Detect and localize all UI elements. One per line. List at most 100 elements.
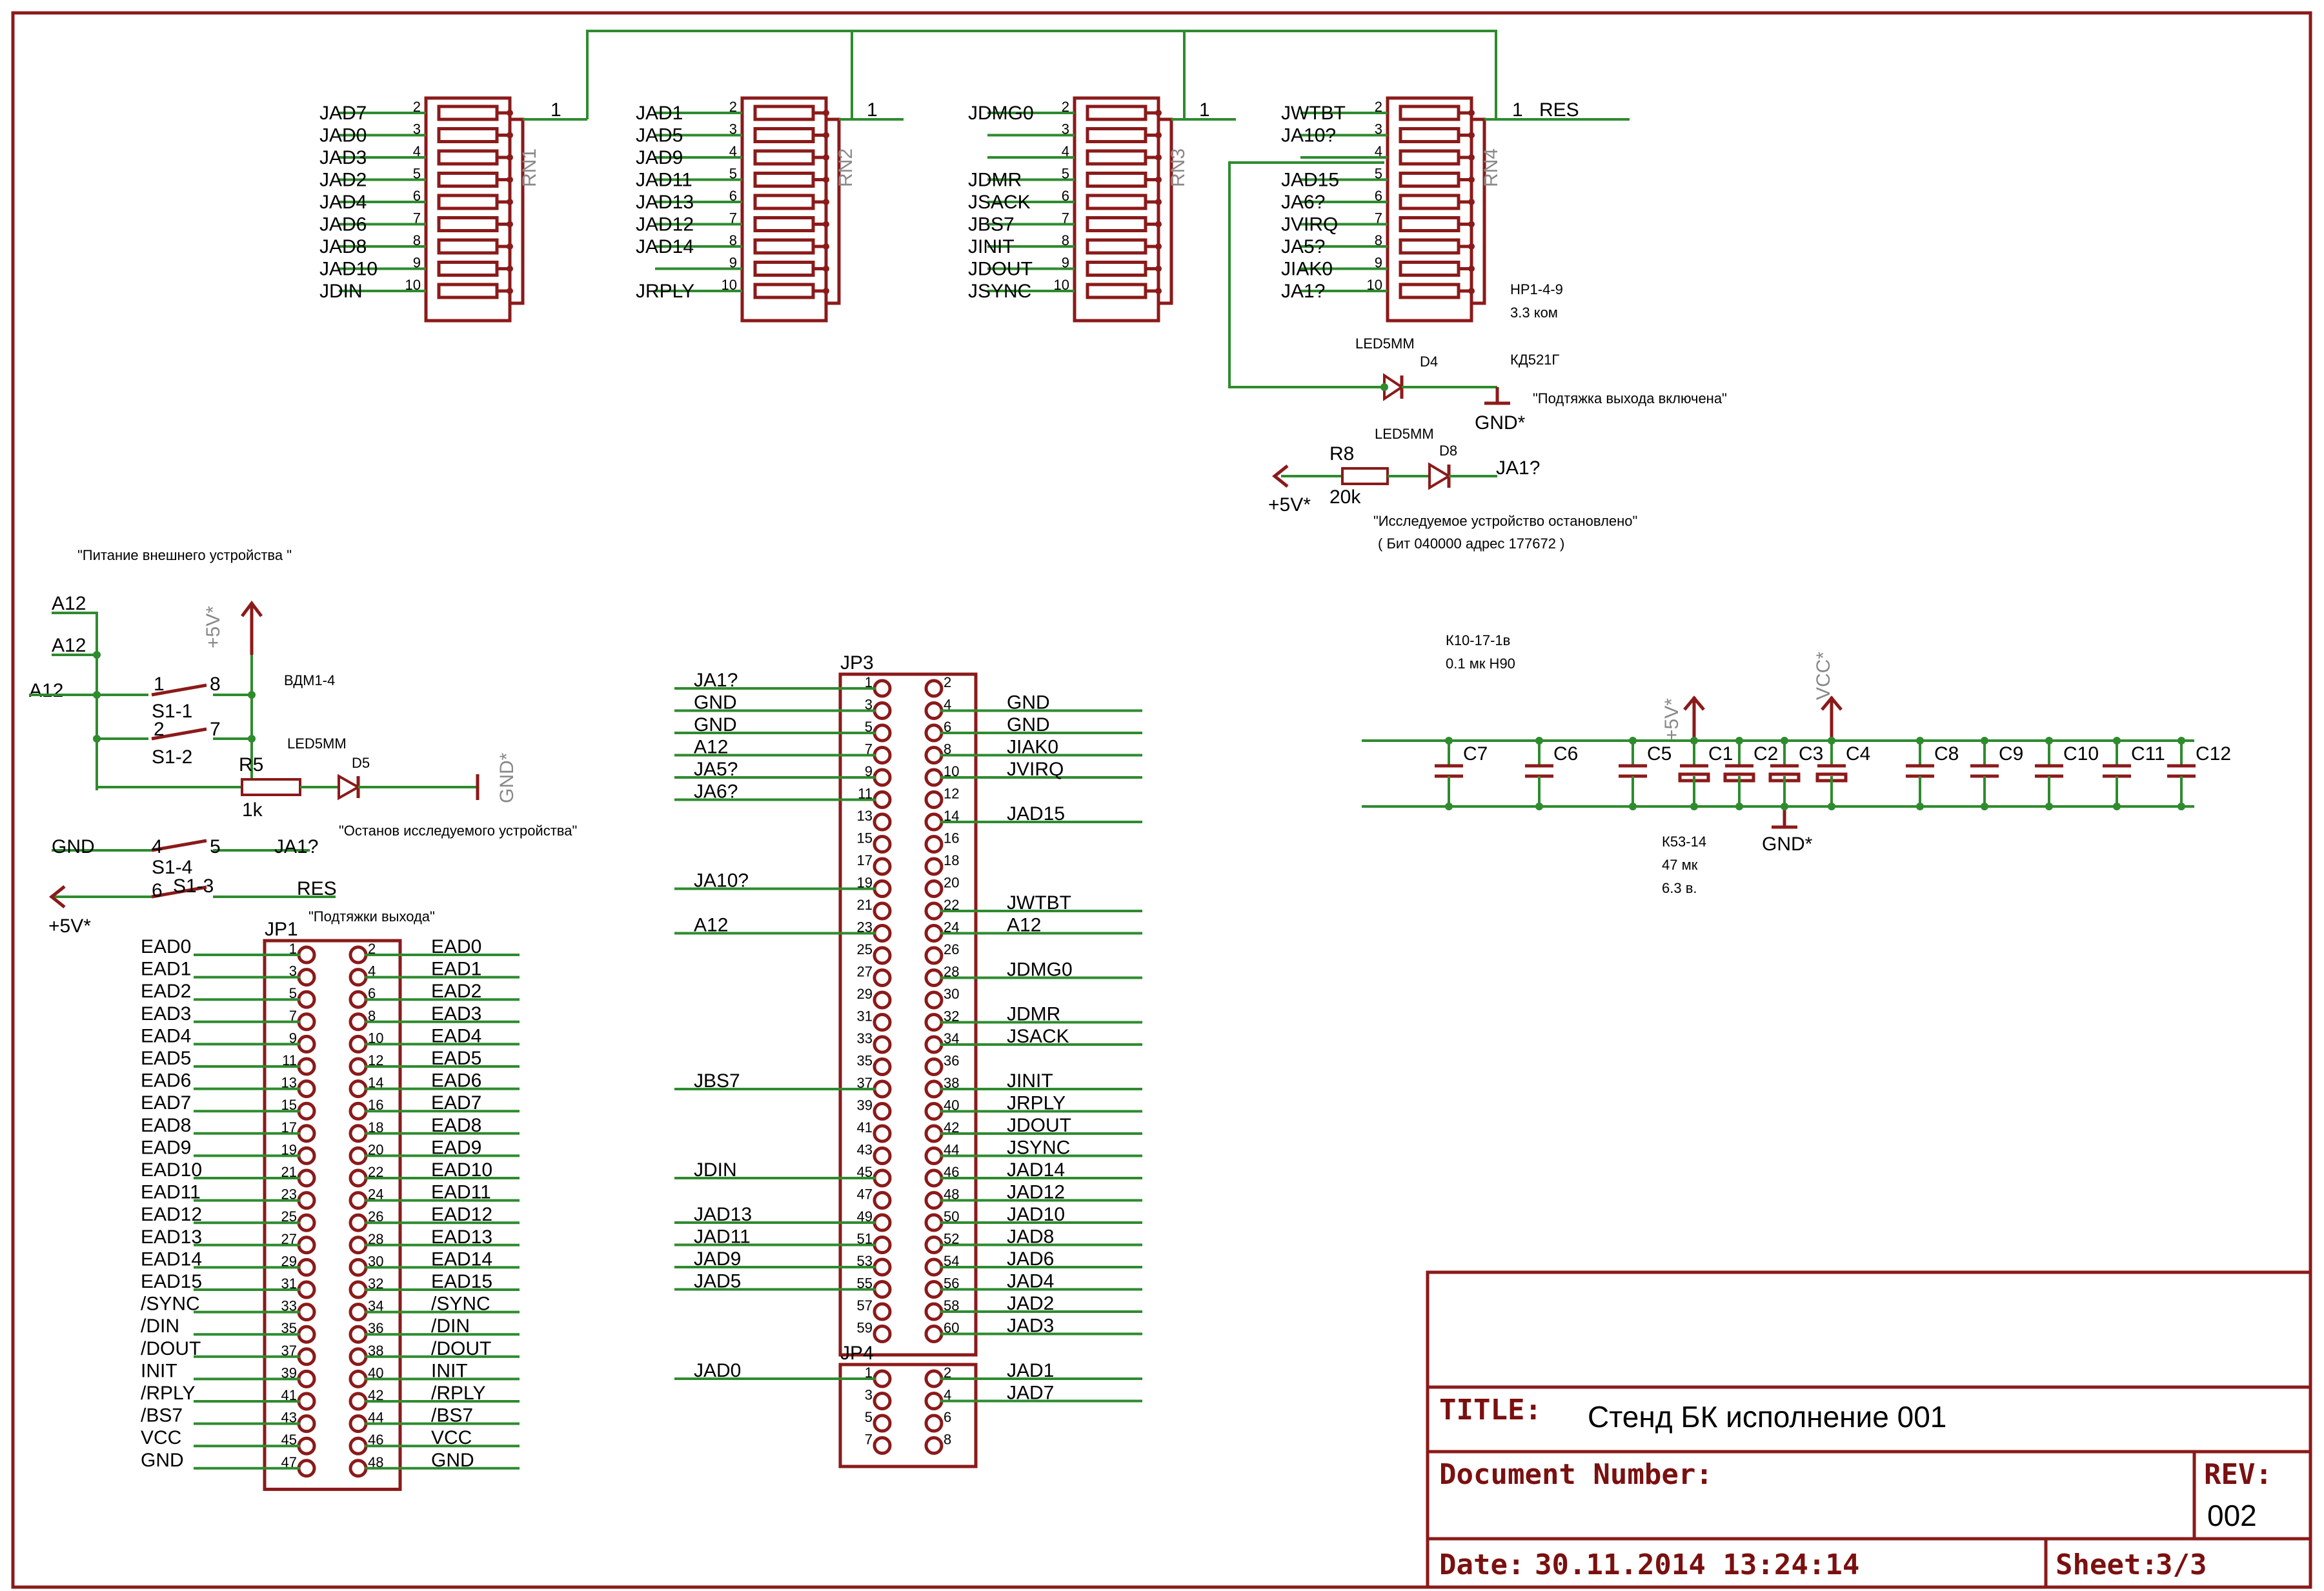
a12-label-1: A12: [52, 593, 86, 614]
rn-node: [1468, 265, 1475, 272]
header-pin: [297, 1236, 316, 1255]
header-pin: [924, 1392, 944, 1410]
cap-ref: C7: [1463, 743, 1488, 765]
header-pin-number: 6: [368, 985, 376, 1001]
rn-pin-label: JDIN: [319, 281, 363, 302]
header-pin: [349, 1057, 368, 1076]
header-pin-number: 3: [289, 963, 297, 979]
rn-pin-label: JINIT: [968, 236, 1015, 257]
rn-pin-number: 10: [405, 277, 421, 293]
cap-ref: C9: [1999, 743, 2023, 765]
rn-pin-number: 7: [1062, 210, 1069, 226]
header-pin: [873, 701, 892, 720]
rn-node: [507, 243, 513, 250]
cap-junction: [1781, 803, 1788, 810]
hp-note-1: HP1-4-9: [1510, 281, 1563, 297]
header-signal-label: /DIN: [431, 1316, 470, 1337]
header-signal-label: EAD11: [141, 1182, 201, 1203]
header-pin: [873, 924, 892, 943]
rn-pin-number: 9: [1062, 255, 1069, 271]
led5-part: LED5MM: [287, 735, 347, 752]
header-pin: [924, 1236, 944, 1254]
cap-ref: C2: [1753, 743, 1778, 765]
header-signal-label: EAD13: [141, 1226, 202, 1248]
rn-node: [507, 132, 513, 139]
cap-junction: [1735, 803, 1743, 810]
rn-pin-label: JA5?: [1281, 236, 1325, 257]
res-label-s13: RES: [297, 878, 337, 899]
led8-part: LED5MM: [1375, 426, 1434, 442]
rn-resistor: [1399, 261, 1460, 277]
rn-pin-number: 4: [729, 143, 737, 159]
header-pin: [349, 1213, 368, 1232]
header-pin-number: 8: [944, 1432, 951, 1448]
header-pin: [873, 1369, 892, 1388]
header-pin: [349, 1347, 368, 1366]
resistor-network-rn2: 1RN22JAD13JAD54JAD95JAD116JAD137JAD128JA…: [636, 96, 904, 323]
header-pin: [924, 1369, 944, 1388]
header-pin: [873, 1392, 892, 1410]
rn-pin-number: 6: [413, 188, 421, 204]
rn-pin-number: 5: [729, 166, 737, 182]
header-signal-label: JAD11: [694, 1226, 751, 1248]
header-pin-number: 2: [368, 941, 376, 957]
header-pin: [349, 1436, 368, 1456]
rn-pin-label: JAD3: [319, 147, 367, 168]
p5v-label-caps: +5V*: [1661, 698, 1682, 741]
header-signal-label: EAD4: [431, 1025, 481, 1046]
header-pin: [924, 701, 944, 720]
rn-resistor: [1086, 194, 1147, 210]
header-pin-number: 41: [857, 1119, 873, 1136]
header-pin: [873, 857, 892, 876]
header-signal-label: /DIN: [141, 1316, 179, 1337]
header-signal-label: EAD15: [141, 1271, 202, 1292]
stopped-note-1: "Исследуемое устройство остановлено": [1373, 513, 1637, 529]
rn-pin-number: 3: [413, 121, 421, 137]
header-signal-label: EAD1: [141, 959, 191, 980]
header-pin-number: 13: [857, 808, 873, 824]
header-pin-number: 47: [857, 1186, 873, 1203]
header-ref: JP4: [840, 1343, 874, 1364]
header-signal-label: JA6?: [694, 781, 738, 803]
rn-pin-label: JAD6: [319, 214, 367, 235]
header-pin: [349, 1191, 368, 1210]
rn-pin-number: 9: [1375, 255, 1382, 271]
rev-value: 002: [2207, 1499, 2257, 1532]
rn-resistor: [1086, 216, 1147, 232]
header-signal-label: EAD14: [431, 1248, 492, 1270]
header-pin: [924, 1102, 944, 1121]
title-label: TITLE:: [1439, 1394, 1542, 1426]
rn-common-rail: [826, 117, 841, 305]
power-note: "Питание внешнего устройства ": [77, 547, 292, 563]
rn-node: [1155, 199, 1162, 205]
docnum-label: Document Number:: [1439, 1458, 1713, 1491]
rn-resistor: [753, 261, 815, 277]
gnd-label-caps: GND*: [1762, 834, 1813, 855]
s1-pin-2: 2: [154, 719, 165, 740]
pull-note: "Подтяжки выхода": [308, 908, 435, 925]
header-pin: [349, 1459, 368, 1478]
resistor-network-rn4: 1RN42JWTBT3JA10?45JAD156JA6?7JVIRQ8JA5?9…: [1281, 96, 1549, 323]
header-pin: [873, 1213, 892, 1232]
header-signal-label: A12: [694, 915, 728, 936]
header-pin: [297, 1057, 316, 1076]
rn-node: [1468, 221, 1475, 228]
header-signal-label: /SYNC: [141, 1294, 200, 1315]
header-pin: [924, 1079, 944, 1099]
header-signal-label: JSYNC: [1007, 1137, 1070, 1159]
rn-ref: RN1: [519, 148, 540, 187]
header-pin: [873, 1325, 892, 1343]
rn-node: [1468, 199, 1475, 205]
header-pin-number: 31: [857, 1008, 873, 1025]
rn-node: [1155, 288, 1162, 294]
header-pin-number: 2: [944, 1365, 951, 1381]
rn-node: [1468, 243, 1475, 250]
cap-ref: C1: [1708, 743, 1733, 765]
header-pin: [873, 679, 892, 698]
s1-pin-8: 8: [210, 674, 221, 695]
header-pin: [924, 1302, 944, 1321]
cap-junction: [1535, 737, 1543, 745]
rn-pin-label: JAD0: [319, 125, 367, 146]
header-pin: [349, 1257, 368, 1277]
p5v-label-s13: +5V*: [48, 916, 91, 937]
